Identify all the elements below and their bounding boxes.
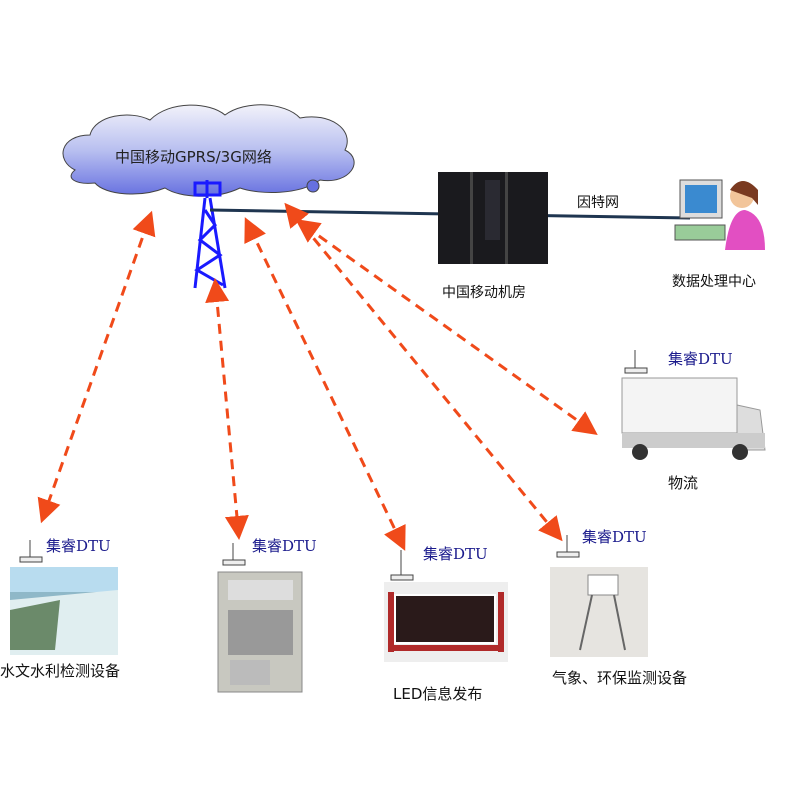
dtu-label-led: 集睿DTU [423, 545, 488, 563]
logistics-label: 物流 [668, 474, 699, 492]
dtu-label-hydrology: 集睿DTU [46, 537, 111, 555]
cloud-network [62, 104, 355, 197]
internet-label: 因特网 [577, 195, 619, 211]
weather-station-image [550, 567, 648, 657]
weather-device-label: 气象、环保监测设备 [552, 669, 688, 687]
link-arrow-logistics [295, 219, 598, 435]
control-cabinet-image [217, 571, 303, 693]
cell-tower-icon [193, 180, 227, 289]
truck-image [621, 377, 766, 460]
server-room-label: 中国移动机房 [442, 285, 526, 301]
led-display-image [384, 582, 508, 662]
dam-image [10, 567, 118, 655]
dtu-label-cabinet: 集睿DTU [252, 537, 317, 555]
link-arrow-led [244, 217, 406, 551]
cloud-network-label: 中国移动GPRS/3G网络 [115, 148, 272, 166]
link-arrow-cabinet [205, 278, 249, 540]
dtu-label-logistics: 集睿DTU [668, 350, 733, 368]
led-device-label: LED信息发布 [393, 685, 483, 703]
server-rack-image [438, 172, 548, 264]
dtu-router-icons [19, 350, 648, 581]
link-arrow-hydrology [37, 210, 156, 524]
dtu-label-weather: 集睿DTU [582, 528, 647, 546]
operator-computer-icon [674, 179, 765, 250]
hydrology-device-label: 水文水利检测设备 [0, 662, 121, 680]
data-center-label: 数据处理中心 [672, 274, 756, 290]
